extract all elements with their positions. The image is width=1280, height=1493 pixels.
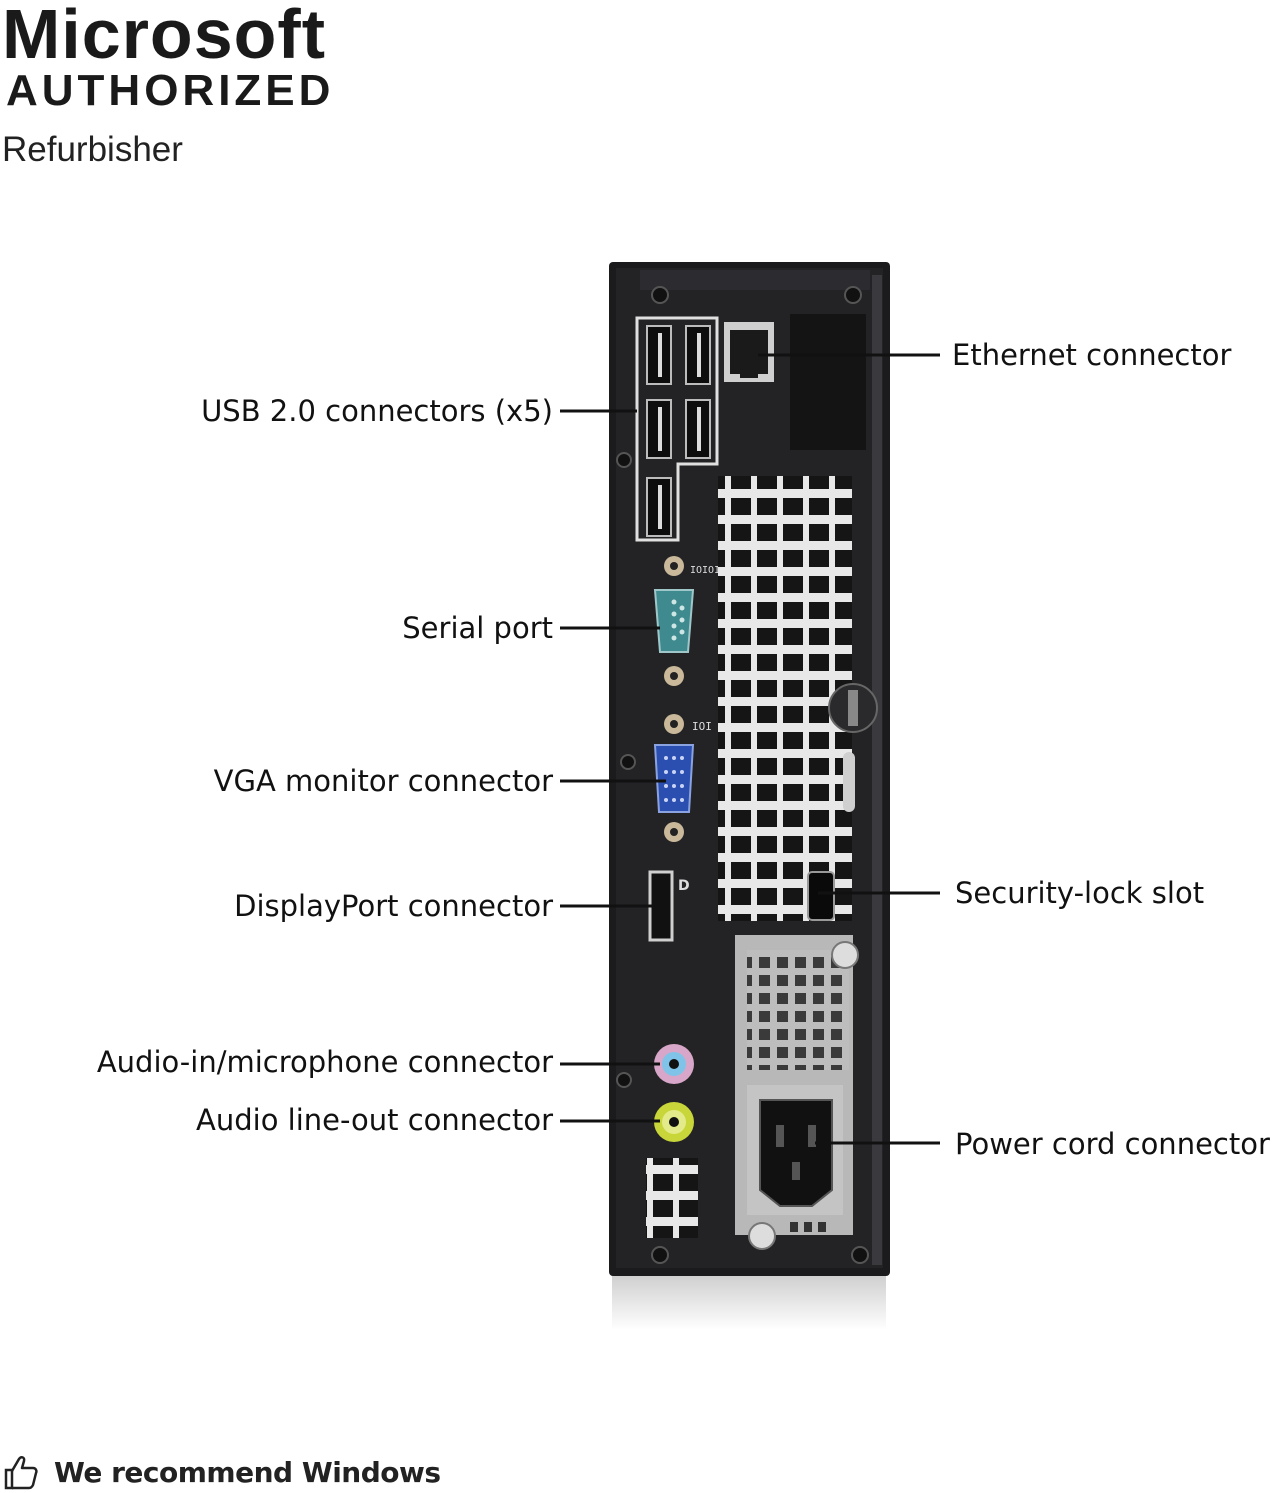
chassis-reflection (612, 1275, 886, 1330)
dp-symbol: D (678, 878, 690, 894)
audio-in-jack (654, 1044, 694, 1084)
logo-refurbisher-text: Refurbisher (2, 130, 183, 169)
ventilation-grille (718, 476, 852, 921)
security-lock-slot (807, 683, 878, 921)
logo-microsoft-text: Microsoft (2, 0, 326, 73)
callout-security-label: Security-lock slot (955, 876, 1205, 910)
chassis-screws (616, 286, 869, 1264)
serial-symbol: IOIOI (690, 565, 720, 576)
lower-vent (646, 1158, 698, 1238)
footer: We recommend Windows (0, 1452, 441, 1492)
callout-usb-label: USB 2.0 connectors (x5) (201, 394, 553, 428)
vga-symbol: IOI (692, 720, 712, 733)
callout-audio-in-label: Audio-in/microphone connector (96, 1045, 553, 1079)
vga-port (653, 714, 695, 842)
displayport-port (648, 870, 674, 942)
footer-recommend-text: We recommend Windows (54, 1455, 441, 1489)
callout-power-label: Power cord connector (955, 1127, 1270, 1161)
power-supply (735, 935, 859, 1250)
audio-out-jack (654, 1102, 694, 1142)
callout-audio-out-label: Audio line-out connector (196, 1103, 553, 1137)
callout-ethernet-label: Ethernet connector (952, 338, 1232, 372)
thumbs-up-icon (4, 1456, 38, 1490)
ethernet-port (724, 314, 866, 450)
callout-vga-label: VGA monitor connector (213, 764, 553, 798)
serial-port (653, 556, 695, 686)
callout-displayport-label: DisplayPort connector (234, 889, 553, 923)
callout-serial-label: Serial port (402, 611, 553, 645)
logo-authorized-text: AUTHORIZED (6, 66, 335, 115)
usb-port-group (635, 316, 719, 542)
callout-leader-lines (560, 353, 940, 1145)
